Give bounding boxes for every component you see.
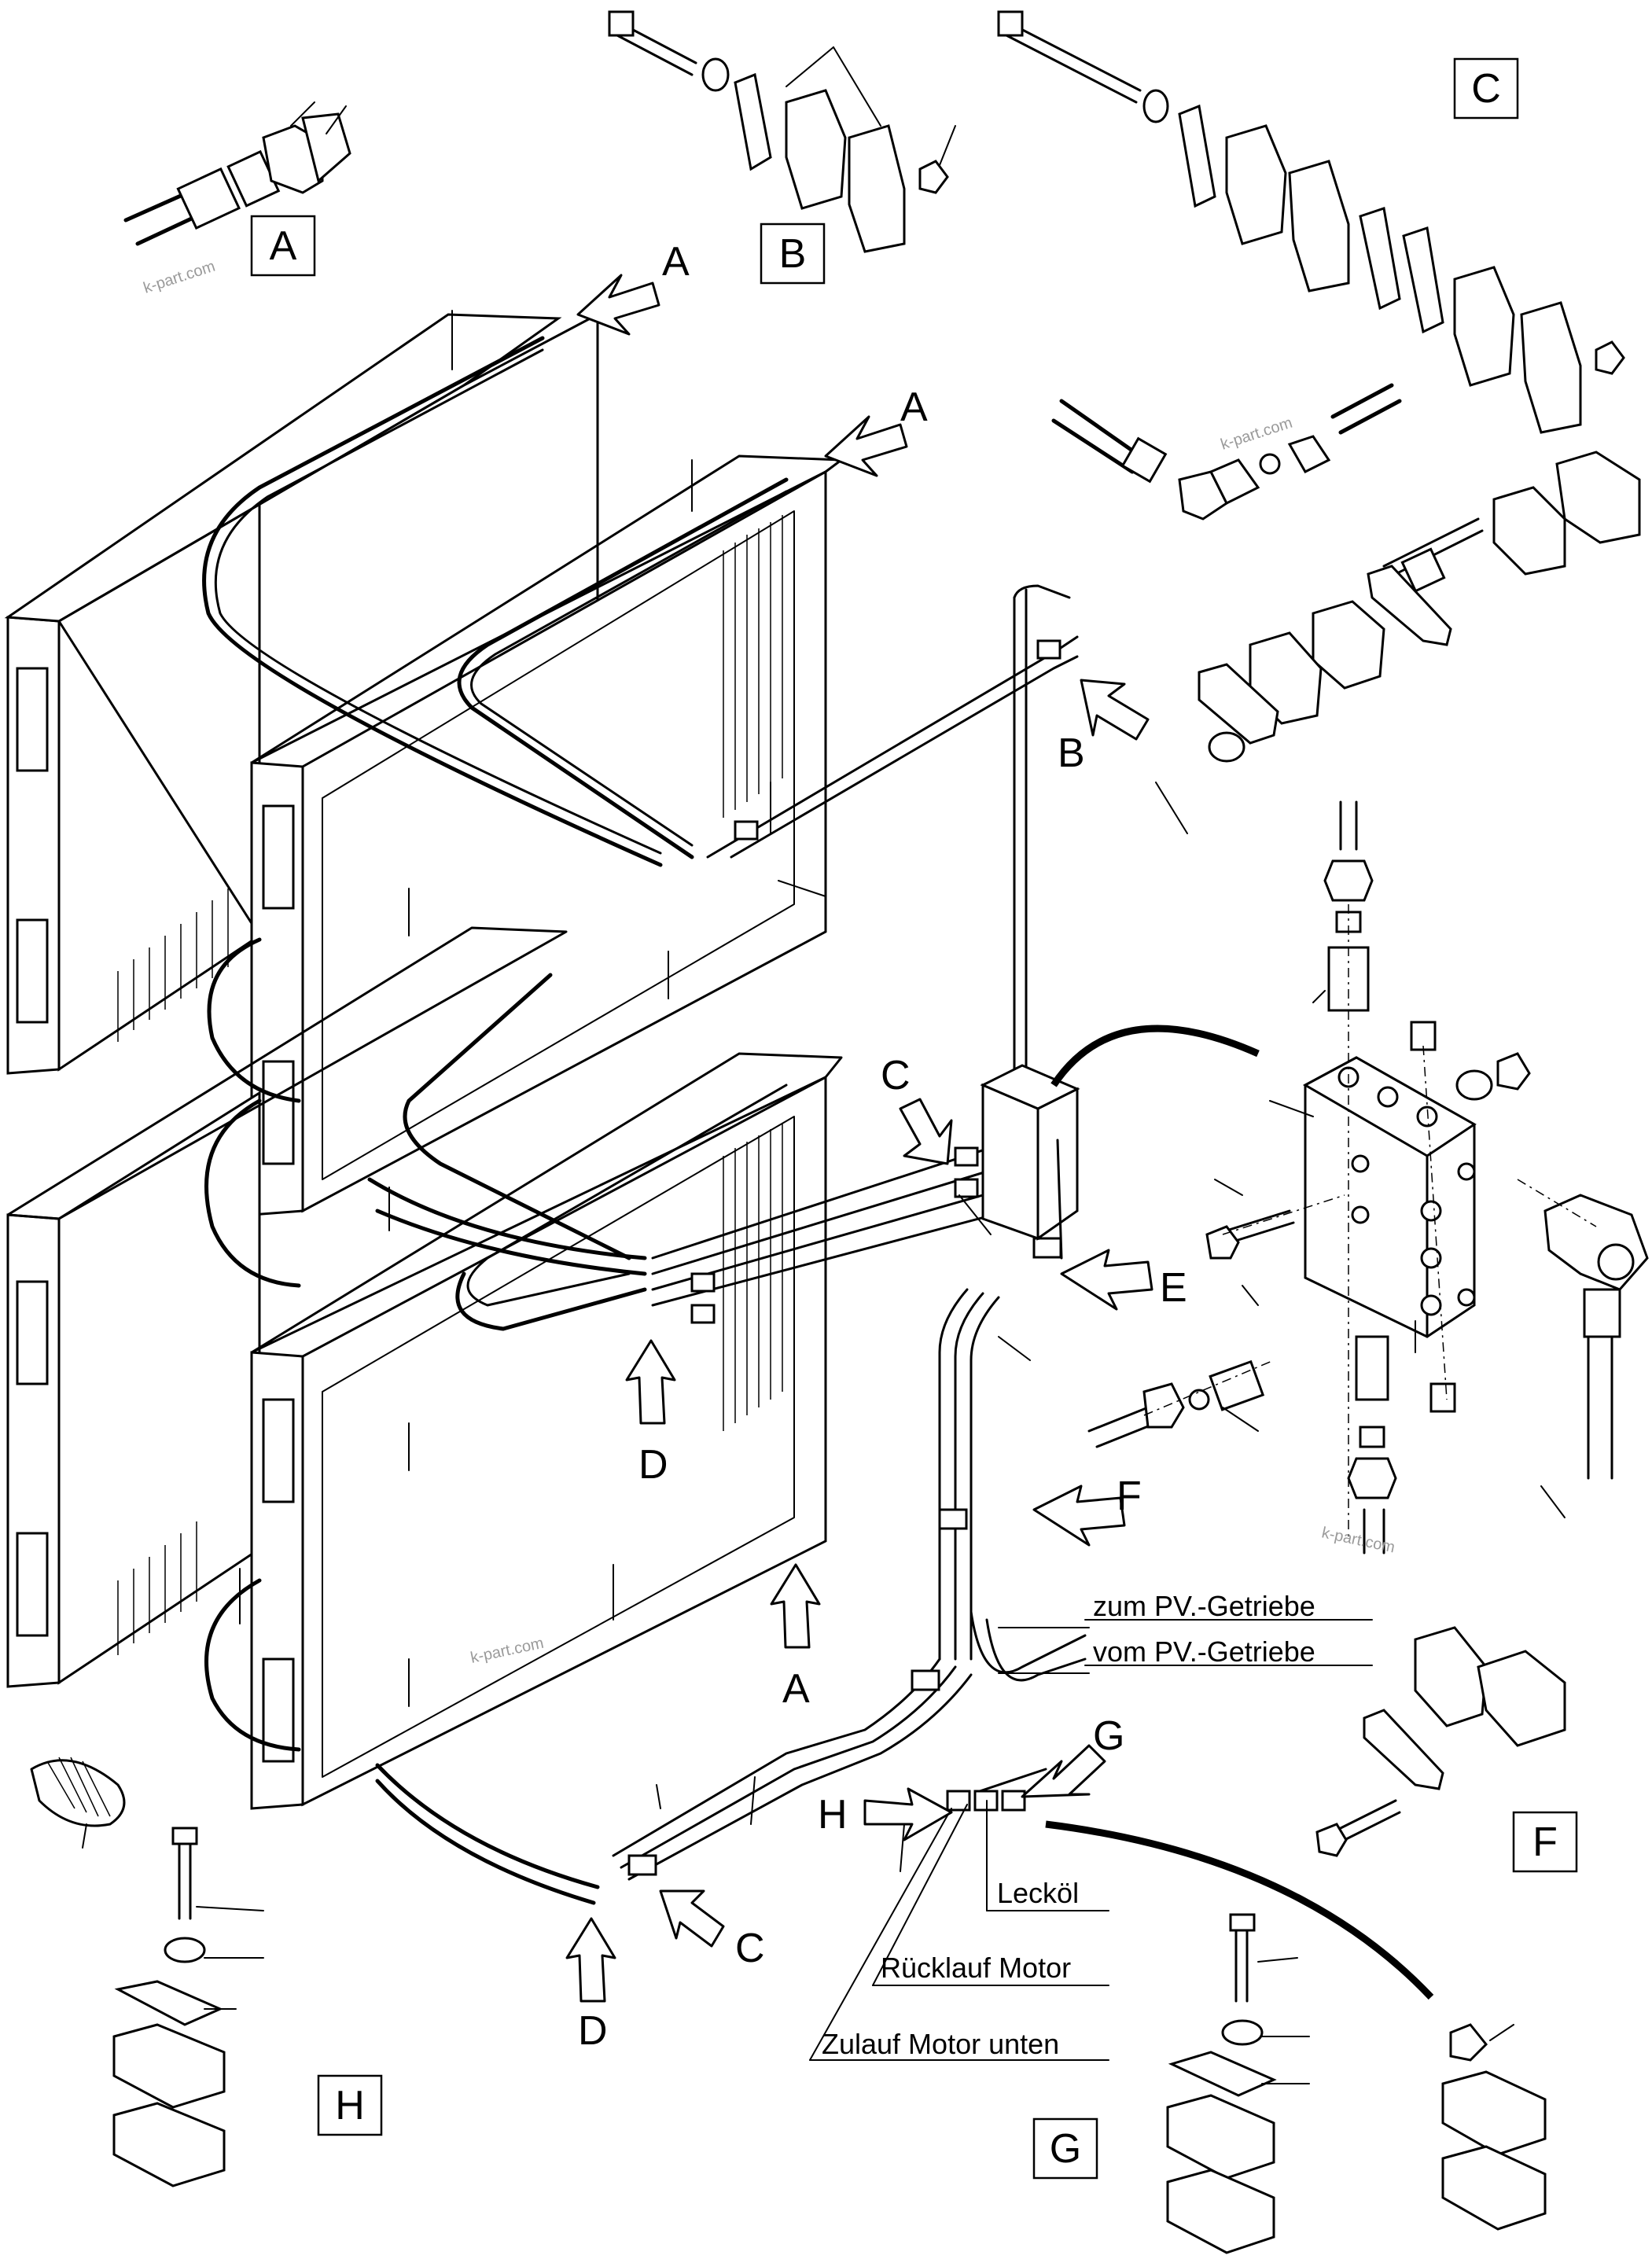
callout-arrow-d-1: D — [625, 1339, 676, 1488]
callout-curve-top — [1050, 1025, 1260, 1087]
svg-text:C: C — [735, 1926, 765, 1971]
cooler-lower-back — [6, 926, 568, 1688]
svg-text:E: E — [1160, 1265, 1187, 1311]
detail-a-label: A — [270, 223, 297, 269]
svg-text:A: A — [782, 1666, 810, 1712]
cooler-upper-back — [4, 313, 599, 1075]
note-ruecklauf: Rücklauf Motor — [881, 1952, 1071, 1984]
callout-arrow-f: F — [1032, 1474, 1142, 1547]
callout-arrow-c-1: C — [881, 1053, 953, 1165]
callout-arrow-a-1: A — [576, 239, 690, 336]
hose-set — [202, 336, 1087, 1905]
detail-b-label: B — [779, 231, 807, 277]
detail-f-box — [1512, 1811, 1578, 1873]
detail-c-box — [1453, 57, 1519, 120]
pipe-connector-set: k-part.com — [1051, 383, 1641, 763]
svg-text:A: A — [662, 239, 690, 285]
detail-h-box — [317, 2074, 383, 2136]
detail-f-clamp-set — [1315, 1626, 1566, 1857]
svg-text:D: D — [578, 2008, 608, 2054]
detail-b-clamp-set — [608, 10, 956, 253]
callout-arrow-a-3: A — [770, 1563, 821, 1712]
detail-h-label: H — [335, 2083, 365, 2128]
callout-arrow-c-2: C — [659, 1889, 765, 1971]
distribution-block-exploded: k-part.com — [1087, 800, 1649, 1557]
svg-text:D: D — [638, 1442, 668, 1488]
detail-g-box — [1032, 2117, 1098, 2180]
leader-lines — [82, 310, 1566, 2084]
note-leaders — [809, 1619, 1373, 2061]
callout-arrow-b: B — [1058, 679, 1150, 776]
detail-b-box — [760, 223, 826, 285]
note-vom-pv: vom PV.-Getriebe — [1093, 1635, 1315, 1668]
watermark-1: k-part.com — [142, 258, 218, 297]
detail-a-box — [250, 215, 316, 277]
callout-arrow-h: H — [818, 1787, 953, 1841]
pipe-clamps — [627, 639, 1062, 1876]
detail-g-label: G — [1050, 2126, 1081, 2172]
svg-text:F: F — [1117, 1474, 1142, 1519]
detail-h-clamp-set — [30, 1757, 226, 2187]
svg-text:B: B — [1058, 730, 1085, 776]
svg-text:G: G — [1093, 1713, 1124, 1759]
note-leckoel: Lecköl — [997, 1877, 1079, 1909]
detail-c-label: C — [1471, 66, 1501, 112]
note-zulauf: Zulauf Motor unten — [822, 2028, 1059, 2060]
detail-g-clamp-set — [1166, 1913, 1547, 2254]
detail-f-label: F — [1532, 1819, 1558, 1865]
svg-text:C: C — [881, 1053, 911, 1098]
callout-arrow-d-2: D — [565, 1917, 616, 2054]
callout-arrow-g: G — [1021, 1713, 1124, 1798]
main-distribution-block — [980, 1064, 1080, 1260]
svg-text:H: H — [818, 1792, 848, 1838]
note-zum-pv: zum PV.-Getriebe — [1093, 1590, 1315, 1622]
detail-a-fitting — [123, 101, 351, 246]
callout-curve-bottom — [1045, 1820, 1434, 2000]
callout-arrow-a-2: A — [824, 384, 928, 477]
detail-c-clamp-stack — [997, 10, 1625, 434]
svg-text:k-part.com: k-part.com — [1219, 414, 1295, 454]
cooler-lower-front — [250, 1052, 843, 1810]
svg-text:A: A — [900, 384, 928, 430]
callout-arrow-e: E — [1060, 1249, 1187, 1311]
